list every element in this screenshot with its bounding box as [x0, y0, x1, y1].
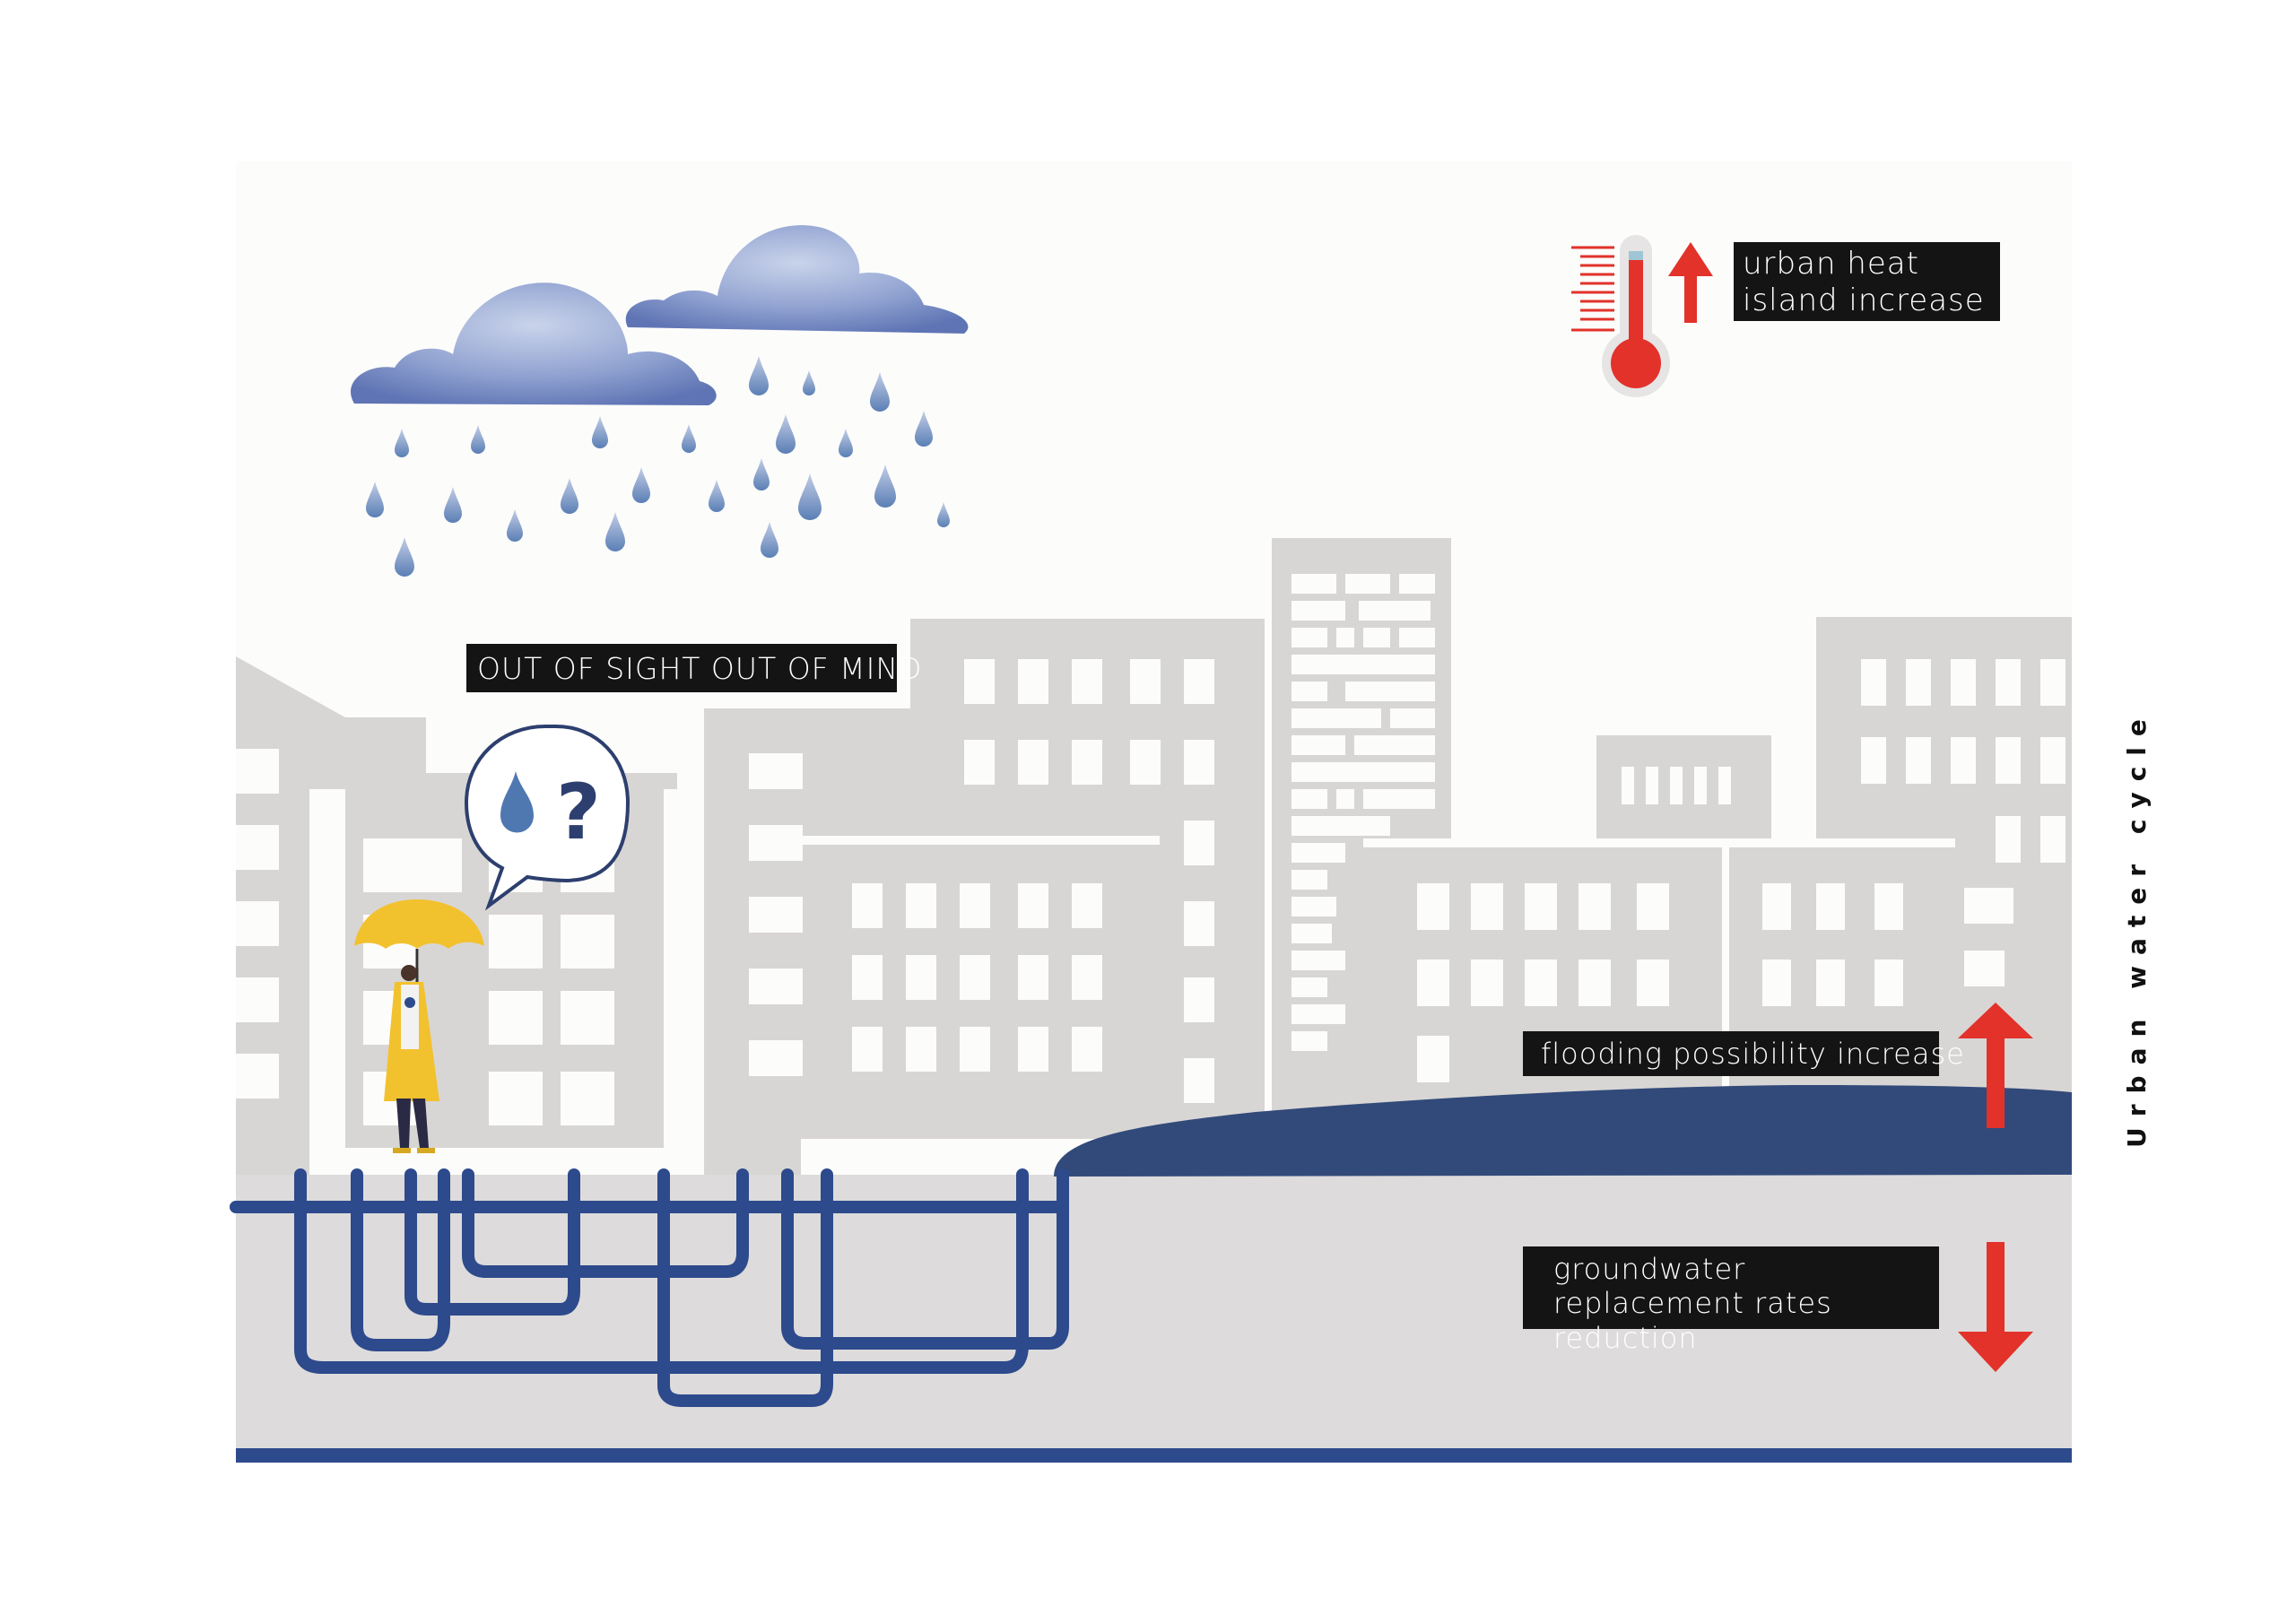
speech-question-mark: ? — [556, 768, 601, 857]
speech-bubble-icon: ? — [464, 725, 631, 911]
urban-heat-island-label: urban heat island increase — [1734, 242, 2000, 321]
flood-water — [1054, 1085, 2072, 1177]
side-title: Urban water cycle — [2122, 708, 2152, 1148]
flood-arrow-up-icon — [1958, 1003, 2033, 1128]
person-with-umbrella-icon — [354, 899, 484, 1153]
out-of-sight-label: OUT OF SIGHT OUT OF MIND — [466, 644, 921, 692]
flooding-label: flooding possibility increase — [1523, 1031, 1964, 1076]
thermometer-icon — [1571, 235, 1670, 397]
heat-arrow-up-icon — [1668, 242, 1713, 323]
groundwater-label: groundwater replacement rates reduction — [1523, 1246, 1939, 1355]
ground-baseline — [236, 1448, 2072, 1463]
underground-pipes — [230, 1168, 1069, 1407]
groundwater-arrow-down-icon — [1958, 1242, 2033, 1372]
rain-cloud-icon — [351, 225, 969, 577]
